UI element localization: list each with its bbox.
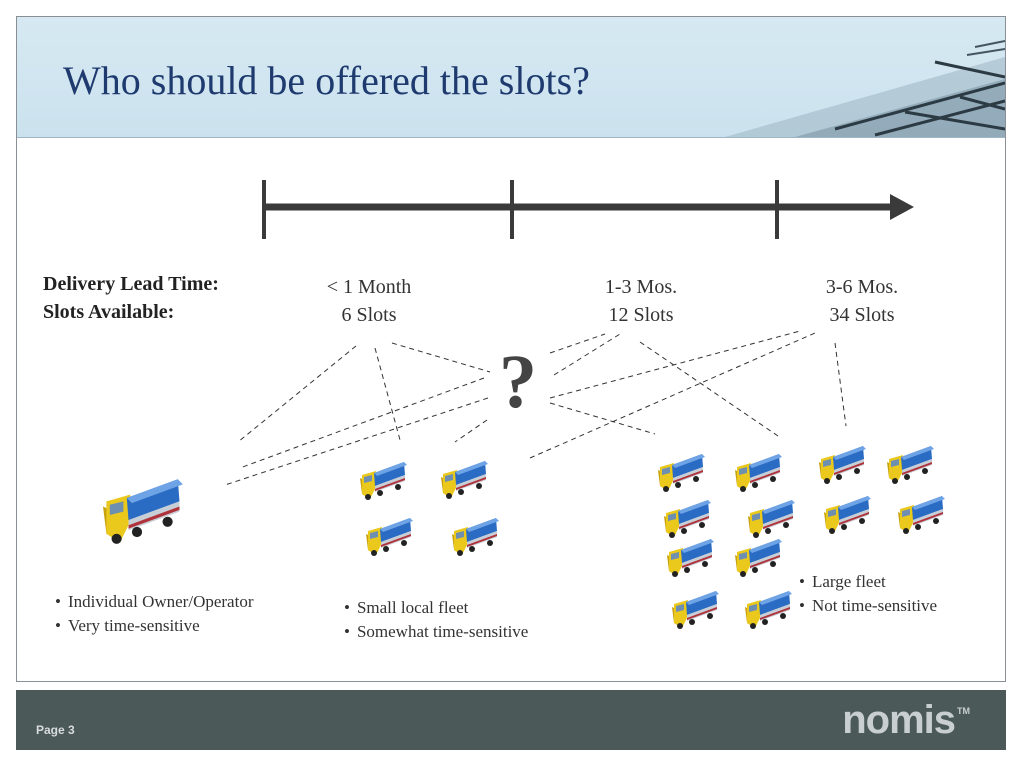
truck-owner-operator-icon [103,479,183,544]
column-lt1-month: < 1 Month 6 Slots [299,273,439,329]
group-owner-operator-bullets: Individual Owner/Operator Very time-sens… [55,590,254,638]
question-mark: ? [499,340,537,424]
slide-title: Who should be offered the slots? [63,58,590,103]
bullet-item: Not time-sensitive [799,594,937,618]
page-number: Page 3 [36,723,75,737]
group-small-fleet-bullets: Small local fleet Somewhat time-sensitiv… [344,596,528,644]
bullet-item: Individual Owner/Operator [55,590,254,614]
bullet-item: Somewhat time-sensitive [344,620,528,644]
slots-available-label: Slots Available: [43,301,175,323]
slide: Who should be offered the slots? Deliver… [16,16,1006,682]
column-3-6-months: 3-6 Mos. 34 Slots [792,273,932,329]
column-1-3-months: 1-3 Mos. 12 Slots [571,273,711,329]
truck-small-fleet-icon [360,461,499,556]
logo-text: nomis [842,698,956,742]
bullet-item: Very time-sensitive [55,614,253,638]
connector-lines [224,330,847,486]
column-lead-time: 1-3 Mos. [604,276,678,298]
bullet-item: Large fleet [799,570,937,594]
bullet-item: Small local fleet [344,596,528,620]
trademark: TM [957,706,970,716]
building-glass-graphic [725,40,1005,137]
column-slots: 34 Slots [829,304,895,326]
column-slots: 12 Slots [608,304,674,326]
truck-large-fleet-icon [658,446,945,629]
group-large-fleet-bullets: Large fleet Not time-sensitive [799,570,937,618]
timeline-arrow [262,180,914,239]
column-slots: 6 Slots [341,304,397,326]
delivery-lead-time-label: Delivery Lead Time: [43,273,219,295]
slide-header: Who should be offered the slots? [17,17,1005,138]
column-lead-time: 3-6 Mos. [825,276,899,298]
column-lead-time: < 1 Month [326,276,412,298]
